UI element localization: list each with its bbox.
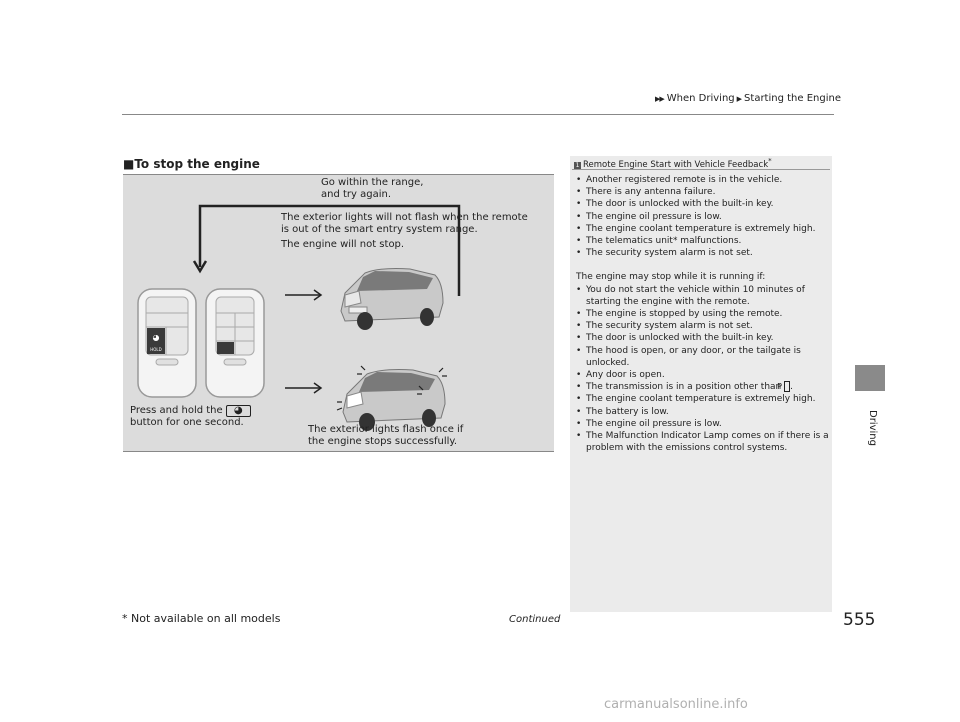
list-item: The battery is low.: [576, 406, 830, 418]
list-item: Another registered remote is in the vehi…: [576, 174, 830, 186]
diagram-arrows: [192, 204, 461, 394]
footnote: * Not available on all models: [122, 612, 281, 625]
minivan-lights-flashing-image: [336, 365, 447, 431]
list-item: The Malfunction Indicator Lamp comes on …: [576, 430, 830, 454]
list-item: The engine oil pressure is low.: [576, 211, 830, 223]
breadcrumb-item-engine: Starting the Engine: [744, 93, 841, 104]
press-hold-instruction: Press and hold the ◕ button for one seco…: [130, 405, 251, 429]
list-item: The telematics unit* malfunctions.: [576, 235, 830, 247]
list-item: The hood is open, or any door, or the ta…: [576, 345, 830, 369]
breadcrumb-item-driving: When Driving: [666, 93, 735, 104]
list-item: The engine coolant temperature is extrem…: [576, 223, 830, 235]
retry-instruction: Go within the range,and try again.: [321, 177, 424, 200]
notes-body: Another registered remote is in the vehi…: [576, 174, 830, 454]
list-item: There is any antenna failure.: [576, 186, 830, 198]
notes-divider: [572, 169, 830, 170]
double-arrow-icon: ▶▶: [655, 95, 665, 103]
engine-not-stop-note: The engine will not stop.: [281, 239, 405, 250]
page-number: 555: [843, 610, 876, 630]
minivan-image: [340, 268, 444, 330]
diagram-panel: Go within the range,and try again. The e…: [123, 174, 554, 452]
gear-p-icon: P: [777, 381, 791, 393]
list-item: The engine oil pressure is low.: [576, 418, 830, 430]
svg-text:◕: ◕: [153, 333, 160, 342]
list-item: The security system alarm is not set.: [576, 320, 830, 332]
continued-label: Continued: [509, 614, 561, 625]
arrow-icon: ▶: [736, 95, 742, 103]
notes-intro: The engine may stop while it is running …: [576, 272, 766, 283]
note-marker-icon: 1: [574, 161, 581, 169]
list-item: The transmission is in a position other …: [576, 381, 830, 393]
header-rule: [122, 114, 834, 115]
list-item: The door is unlocked with the built-in k…: [576, 198, 830, 210]
list-item: You do not start the vehicle within 10 m…: [576, 284, 830, 308]
list-item: Any door is open.: [576, 369, 830, 381]
section-title: ■To stop the engine: [123, 157, 260, 171]
list-item: The security system alarm is not set.: [576, 247, 830, 259]
remote-start-button-icon: ◕: [225, 405, 251, 417]
list-item: The engine coolant temperature is extrem…: [576, 393, 830, 405]
key-fob-2: [205, 288, 265, 398]
section-tab: [855, 365, 885, 391]
section-tab-label: Driving: [867, 410, 878, 446]
list-item: The engine is stopped by using the remot…: [576, 308, 830, 320]
breadcrumb: ▶▶When Driving▶Starting the Engine: [655, 93, 841, 104]
key-fob-1: ◕ HOLD: [137, 288, 197, 398]
no-flash-explanation: The exterior lights will not flash when …: [281, 212, 528, 235]
watermark: carmanualsonline.info: [604, 697, 748, 712]
list-item: The door is unlocked with the built-in k…: [576, 332, 830, 344]
square-bullet-icon: ■: [123, 157, 135, 171]
fob-hold-label: HOLD: [150, 347, 161, 352]
